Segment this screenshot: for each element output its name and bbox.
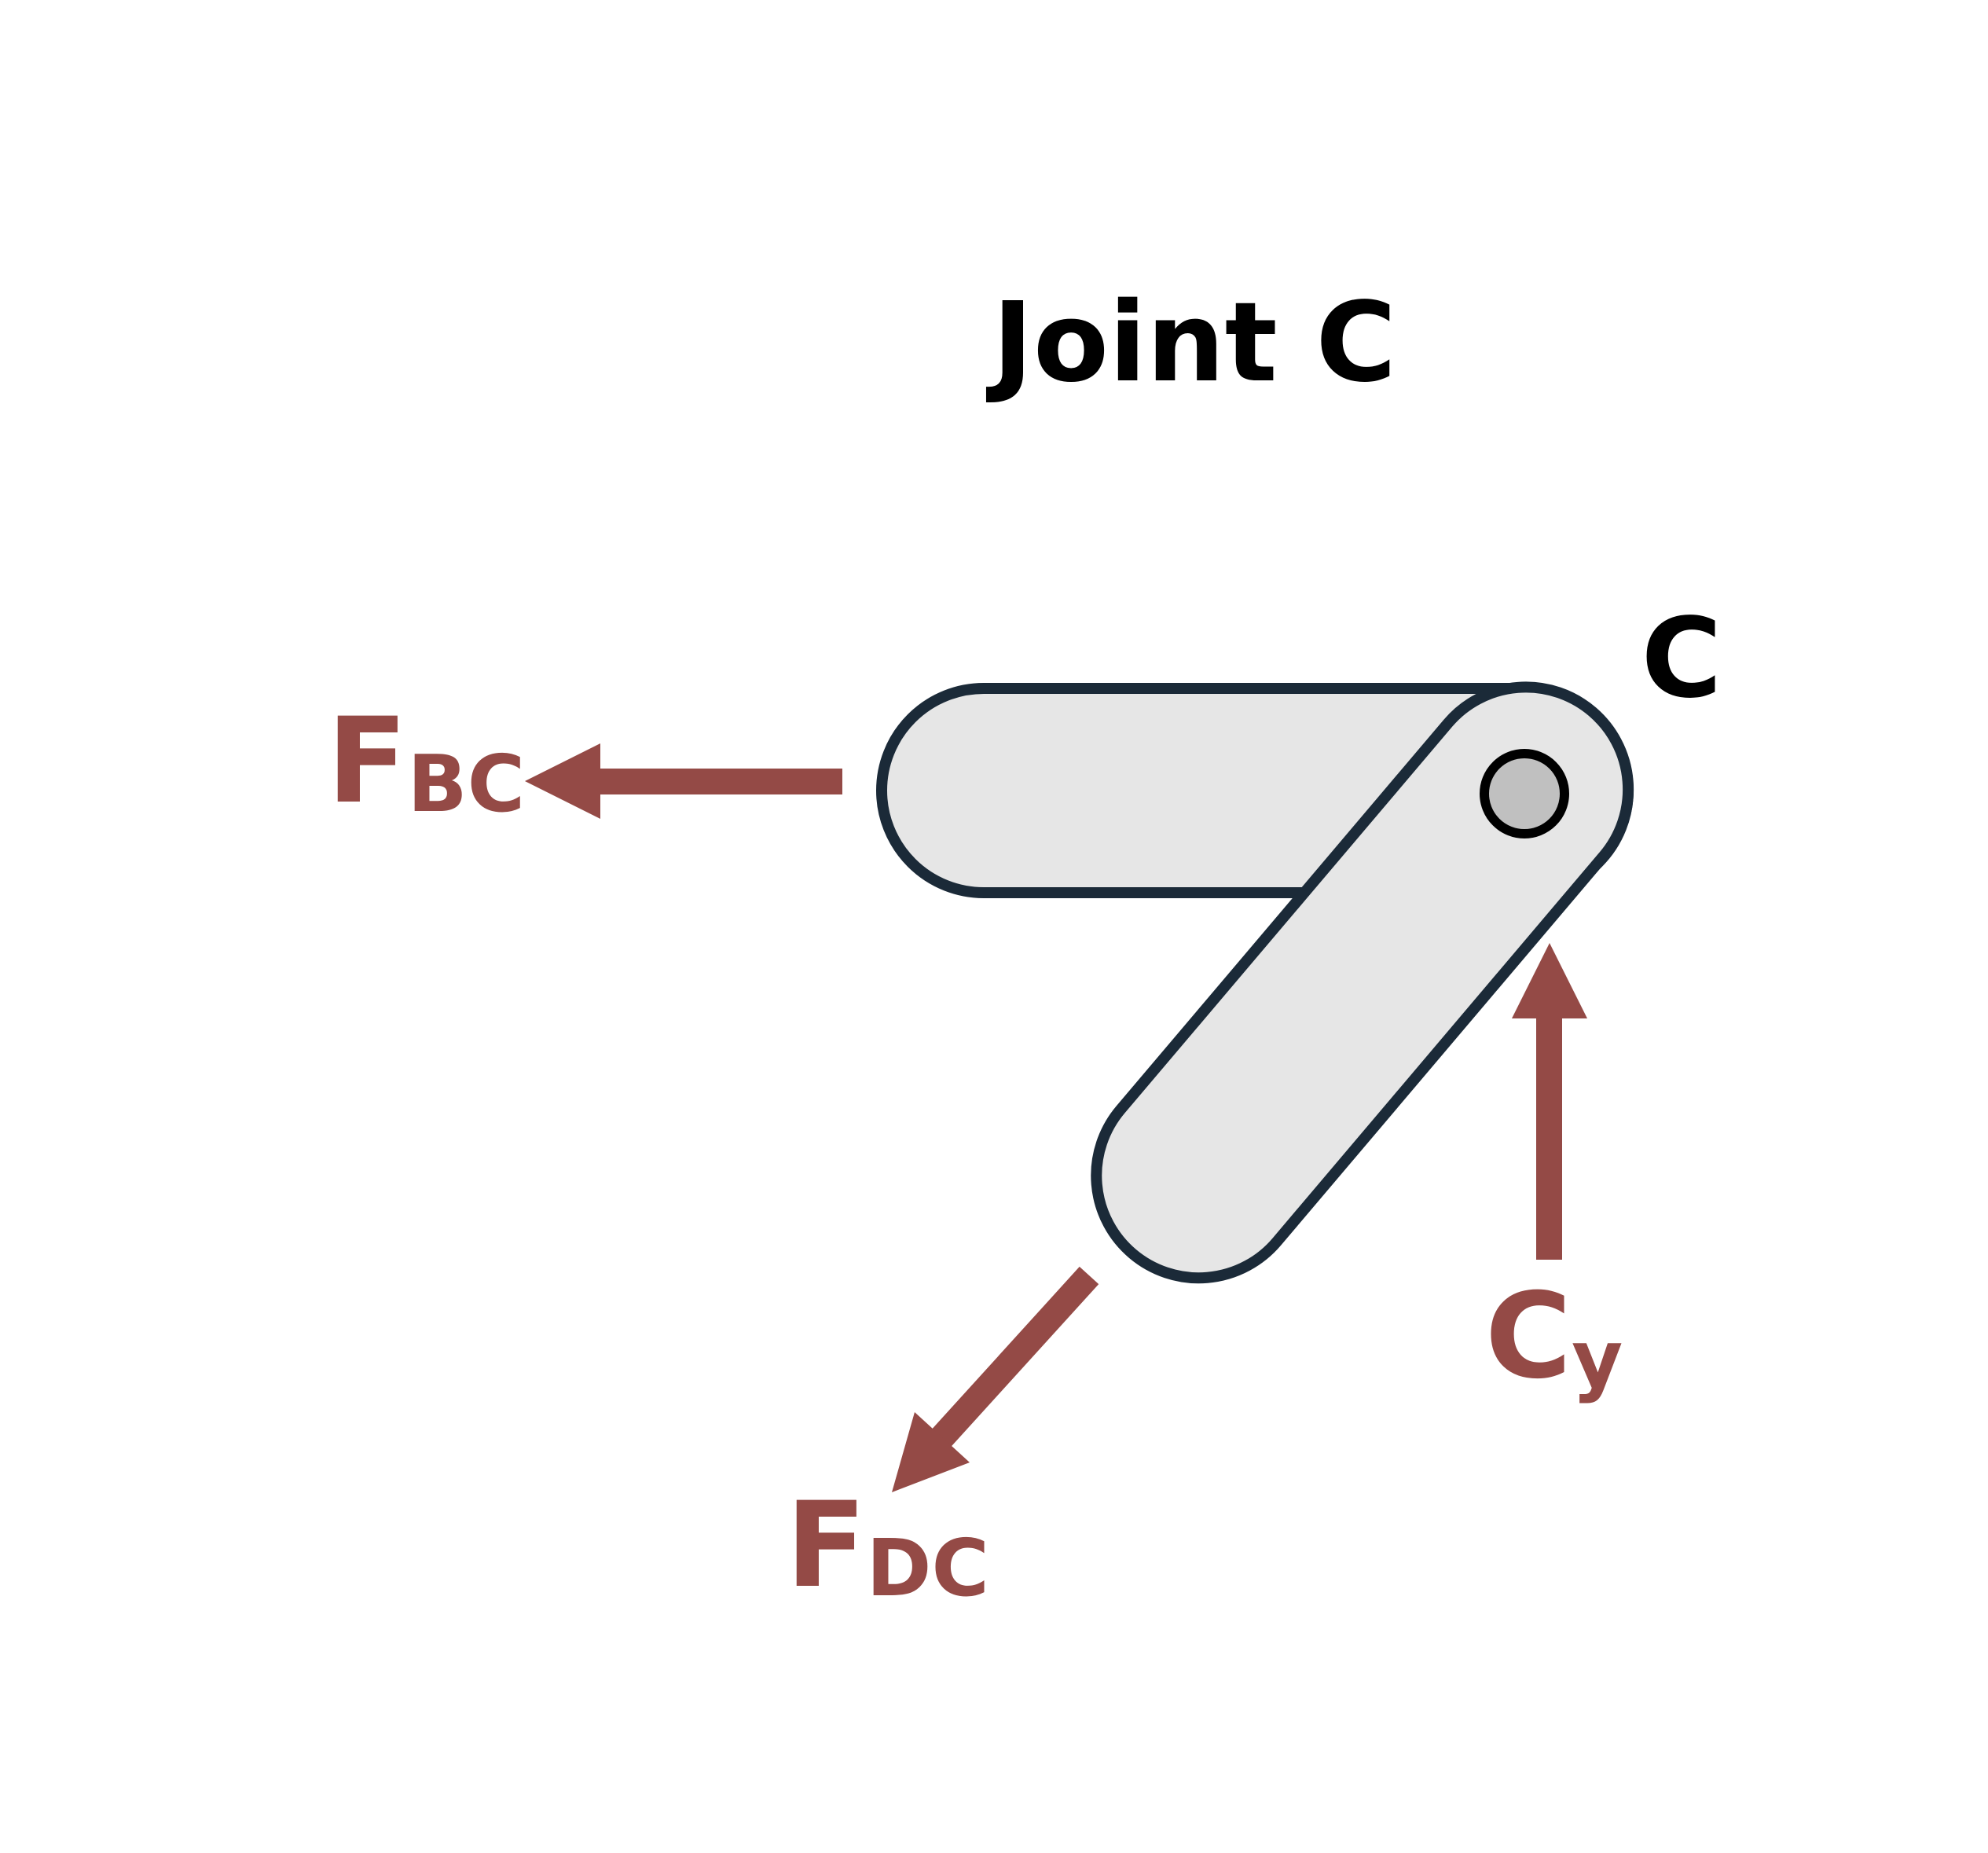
- force-fbc-arrow: [525, 743, 842, 819]
- pin-joint-c: [1480, 749, 1569, 838]
- force-fdc-label: FDC: [786, 1477, 989, 1614]
- force-fbc-label: FBC: [327, 693, 525, 830]
- member-dc: [1091, 681, 1634, 1284]
- joint-c-label: C: [1641, 595, 1722, 723]
- force-cy-label: Cy: [1485, 1268, 1623, 1405]
- diagram-title: Joint C: [986, 279, 1396, 407]
- force-fdc-arrow: [892, 1266, 1099, 1492]
- force-cy-arrow: [1512, 943, 1587, 1260]
